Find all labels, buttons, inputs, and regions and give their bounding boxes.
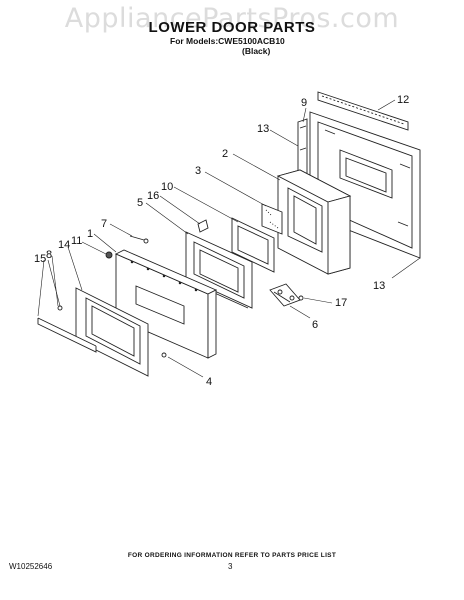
part-4-screw xyxy=(161,352,167,358)
part-8-handle-screw xyxy=(57,305,63,311)
part-11-screw xyxy=(105,251,113,259)
part-14-outer-glass xyxy=(75,287,149,377)
callout-13-upper: 13 xyxy=(257,123,269,135)
part-6-hinge xyxy=(269,283,301,307)
part-16-clip xyxy=(197,219,209,233)
callout-11: 11 xyxy=(71,235,82,247)
page-title: LOWER DOOR PARTS xyxy=(148,19,316,36)
callout-12: 12 xyxy=(397,94,409,106)
part-15-handle xyxy=(37,317,97,353)
ordering-note: FOR ORDERING INFORMATION REFER TO PARTS … xyxy=(127,552,337,559)
callout-9: 9 xyxy=(301,97,307,109)
part-17-hinge-screw xyxy=(298,295,304,301)
callout-3: 3 xyxy=(195,165,201,177)
part-2-door-frame xyxy=(276,169,352,275)
part-1-outer-panel xyxy=(114,249,218,359)
watermark: AppliancePartsPros.com xyxy=(64,3,400,34)
callout-1: 1 xyxy=(87,228,93,240)
part-7-screw xyxy=(129,235,149,244)
callout-17: 17 xyxy=(335,297,347,309)
callout-13-lower: 13 xyxy=(373,280,385,292)
callout-10: 10 xyxy=(161,181,173,193)
callout-labels: 12 9 13 2 3 10 16 5 7 1 11 14 8 15 13 17… xyxy=(34,94,409,388)
part-12-top-trim xyxy=(317,91,409,131)
callout-6: 6 xyxy=(312,319,318,331)
page-number: 3 xyxy=(228,562,233,571)
callout-16: 16 xyxy=(147,190,159,202)
leader-lines xyxy=(37,99,421,378)
callout-8: 8 xyxy=(46,249,52,261)
callout-14: 14 xyxy=(58,239,70,251)
models-line: For Models:CWE5100ACB10 xyxy=(170,36,285,46)
callout-7: 7 xyxy=(101,218,107,230)
part-3-glass-pane xyxy=(261,203,283,235)
part-10-glass-pack xyxy=(231,217,275,273)
callout-5: 5 xyxy=(137,197,143,209)
callout-15: 15 xyxy=(34,253,46,265)
document-number: W10252646 xyxy=(9,562,53,571)
color-line: (Black) xyxy=(242,46,271,56)
callout-4: 4 xyxy=(206,376,212,388)
callout-2: 2 xyxy=(222,148,228,160)
